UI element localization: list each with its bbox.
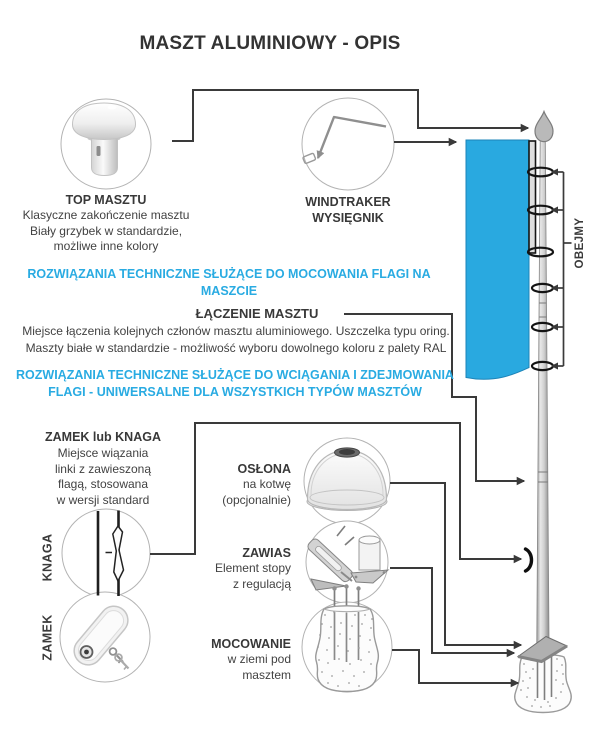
callout-lines bbox=[150, 89, 530, 688]
flagpole-illustration bbox=[465, 109, 572, 714]
mocowanie-line2: masztem bbox=[242, 667, 291, 682]
mocowanie-section: MOCOWANIE w ziemi pod masztem bbox=[148, 636, 291, 683]
zamek-knaga-heading: ZAMEK lub KNAGA bbox=[45, 430, 161, 444]
obejmy-bracket bbox=[550, 168, 572, 370]
top-masztu-line: Klasyczne zakończenie masztu bbox=[22, 208, 190, 222]
zamek-knaga-section: ZAMEK lub KNAGA Miejsce wiązania linki z… bbox=[20, 428, 186, 508]
callout-zamek-knaga bbox=[150, 422, 523, 564]
knaga-cleat-illustration bbox=[96, 510, 125, 596]
top-masztu-heading: TOP MASZTU bbox=[65, 193, 147, 207]
top-masztu-line: Biały grzybek w standardzie, bbox=[29, 223, 183, 238]
zamek-lock-illustration bbox=[73, 605, 130, 671]
windtraker-heading-line2: WYSIĘGNIK bbox=[312, 211, 384, 225]
blue-heading-wciaganie-line2: FLAGI - UNIWERSALNE DLA WSZYSTKICH TYPÓW… bbox=[48, 384, 422, 399]
top-cap-illustration bbox=[71, 102, 137, 177]
top-masztu-line: możliwe inne kolory bbox=[53, 239, 159, 254]
base-plate bbox=[516, 635, 569, 664]
laczenie-body-line2: Maszty białe w standardzie - możliwość w… bbox=[25, 341, 447, 355]
mocowanie-anchor-illustration bbox=[315, 584, 380, 693]
keys-icon bbox=[108, 647, 130, 671]
zawias-line1: Element stopy bbox=[214, 561, 291, 575]
callout-mocowanie bbox=[392, 649, 520, 688]
laczenie-body: Miejsce łączenia kolejnych członów maszt… bbox=[3, 323, 469, 357]
zawias-heading: ZAWIAS bbox=[242, 546, 291, 560]
callout-top-masztu bbox=[172, 89, 530, 142]
mocowanie-heading: MOCOWANIE bbox=[211, 637, 291, 651]
obejmy-vertical-label: OBEJMY bbox=[574, 217, 586, 269]
oslona-heading: OSŁONA bbox=[237, 462, 291, 476]
windtraker-section: WINDTRAKER WYSIĘGNIK bbox=[268, 194, 428, 226]
callout-laczenie bbox=[344, 313, 526, 486]
pole bbox=[536, 140, 550, 653]
windtraker-heading-line1: WINDTRAKER bbox=[305, 195, 391, 209]
halyard-hook bbox=[523, 547, 534, 573]
callout-oslona bbox=[390, 482, 523, 650]
oslona-section: OSŁONA na kotwę (opcjonalnie) bbox=[153, 461, 291, 508]
foundation bbox=[514, 652, 572, 714]
mocowanie-line1: w ziemi pod bbox=[227, 652, 291, 666]
zamek-knaga-line: Miejsce wiązania bbox=[57, 446, 149, 460]
flag bbox=[465, 139, 530, 380]
page-title: MASZT ALUMINIOWY - OPIS bbox=[139, 33, 401, 54]
oslona-line2: (opcjonalnie) bbox=[222, 492, 291, 507]
zawias-line2: z regulacją bbox=[232, 576, 291, 591]
oslona-dome-illustration bbox=[306, 447, 388, 511]
blue-heading-mocowanie-flagi: ROZWIĄZANIA TECHNICZNE SŁUŻĄCE DO MOCOWA… bbox=[27, 267, 431, 298]
knaga-vertical-label: KNAGA bbox=[40, 533, 55, 582]
finial-icon bbox=[534, 109, 554, 143]
blue-heading-wciaganie: ROZWIĄZANIA TECHNICZNE SŁUŻĄCE DO WCIĄGA… bbox=[3, 367, 467, 400]
zawias-hinge-illustration bbox=[307, 525, 390, 591]
laczenie-body-line1: Miejsce łączenia kolejnych członów maszt… bbox=[22, 324, 450, 338]
zamek-vertical-label: ZAMEK bbox=[40, 614, 55, 661]
zawias-section: ZAWIAS Element stopy z regulacją bbox=[153, 545, 291, 592]
oslona-line1: na kotwę bbox=[242, 477, 291, 491]
top-masztu-section: TOP MASZTU Klasyczne zakończenie masztu … bbox=[14, 192, 198, 255]
laczenie-heading: ŁĄCZENIE MASZTU bbox=[195, 306, 319, 321]
windtraker-photo-circle bbox=[301, 97, 395, 191]
zamek-knaga-line: w wersji standard bbox=[56, 492, 150, 507]
zamek-knaga-line: linki z zawieszoną bbox=[54, 461, 152, 476]
flag-sleeve bbox=[528, 140, 537, 254]
windtraker-arm-illustration bbox=[302, 115, 387, 165]
callout-zawias bbox=[390, 567, 516, 658]
blue-heading-wciaganie-line1: ROZWIĄZANIA TECHNICZNE SŁUŻĄCE DO WCIĄGA… bbox=[16, 368, 454, 382]
zamek-knaga-line: flagą, stosowana bbox=[57, 477, 149, 492]
